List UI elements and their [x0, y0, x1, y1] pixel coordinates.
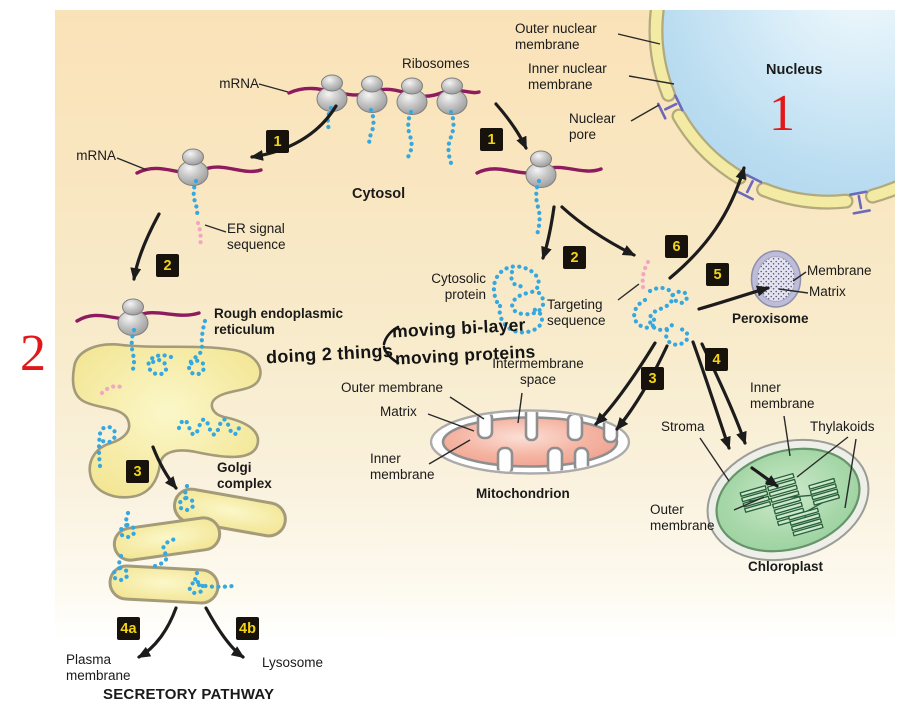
step-badge-6: 6	[665, 235, 688, 258]
intermembrane-space-label: Intermembrane space	[492, 356, 584, 388]
step-badge-2-left: 2	[156, 254, 179, 277]
chloroplast-label: Chloroplast	[748, 559, 824, 574]
mito-matrix-label: Matrix	[380, 404, 417, 419]
red-annotation-2: 2	[20, 325, 46, 382]
peroxisome-shape	[750, 250, 802, 308]
nuclear-pore-label: Nuclear pore	[569, 111, 616, 143]
mitochondrion-label: Mitochondrion	[476, 486, 570, 501]
mito-outer-membrane-label: Outer membrane	[341, 380, 444, 395]
chloro-inner-membrane-label: Inner membrane	[750, 380, 815, 412]
golgi-shape	[108, 487, 287, 605]
mito-inner-membrane-label: Inner membrane	[370, 451, 435, 483]
step-badge-1-right: 1	[480, 128, 503, 151]
ribosome-icon	[117, 74, 557, 336]
ribosomes-label: Ribosomes	[402, 56, 470, 71]
nascent-protein-chains	[96, 105, 690, 596]
nucleus-label: Nucleus	[766, 62, 823, 78]
cytosolic-protein-label: Cytosolic protein	[431, 271, 486, 303]
er-signal-sequence-label: ER signal sequence	[227, 221, 286, 253]
plasma-membrane-label: Plasma membrane	[66, 652, 131, 684]
step-badge-4: 4	[705, 348, 728, 371]
targeting-sequence-label: Targeting sequence	[547, 297, 606, 329]
lysosome-label: Lysosome	[262, 655, 324, 670]
thylakoids-label: Thylakoids	[810, 419, 875, 434]
inner-nuclear-membrane-label: Inner nuclear membrane	[528, 61, 607, 93]
cytosol-label: Cytosol	[352, 186, 406, 202]
nucleus-shape	[648, 10, 895, 215]
rough-er-shape	[71, 343, 262, 499]
red-annotation-1: 1	[769, 85, 795, 142]
pathway-arrows	[130, 102, 779, 659]
mrna-left-label: mRNA	[76, 148, 116, 163]
step-badge-4b: 4b	[236, 617, 259, 640]
chloroplast-shape	[706, 438, 870, 562]
stroma-label: Stroma	[661, 419, 705, 434]
step-badge-1-left: 1	[266, 130, 289, 153]
golgi-complex-label: Golgi complex	[217, 460, 272, 492]
thylakoid-stacks-icon	[739, 472, 841, 537]
step-badge-3-left: 3	[126, 460, 149, 483]
mitochondrion-shape	[429, 409, 631, 475]
step-badge-5: 5	[706, 263, 729, 286]
peroxisome-label: Peroxisome	[732, 311, 809, 326]
secretory-pathway-label: SECRETORY PATHWAY	[103, 686, 275, 703]
step-badge-2-right: 2	[563, 246, 586, 269]
chloro-outer-membrane-label: Outer membrane	[650, 502, 715, 534]
step-badge-3-right: 3	[641, 367, 664, 390]
targeting-protein-icon	[632, 259, 690, 347]
outer-nuclear-membrane-label: Outer nuclear membrane	[515, 21, 597, 53]
rough-er-label: Rough endoplasmic reticulum	[214, 306, 344, 338]
handwritten-brace-icon	[382, 325, 400, 365]
cytosolic-protein-icon	[491, 264, 546, 335]
mrna-top-label: mRNA	[219, 76, 259, 91]
label-leader-lines	[116, 33, 857, 511]
step-badge-4a: 4a	[117, 617, 140, 640]
peroxisome-matrix-label: Matrix	[809, 284, 846, 299]
peroxisome-membrane-label: Membrane	[807, 263, 872, 278]
